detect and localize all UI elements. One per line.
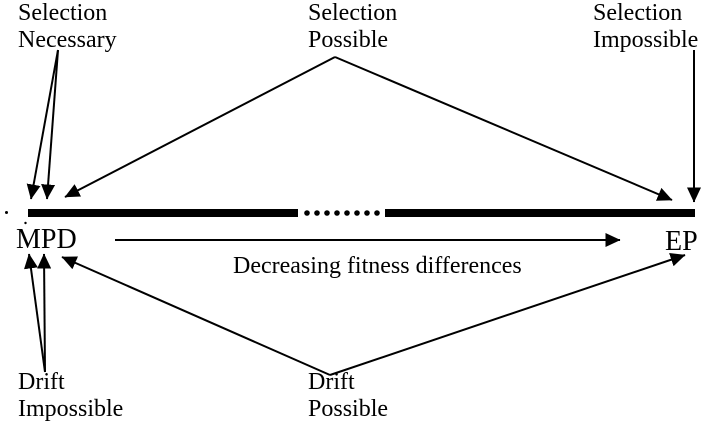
label-selection-necessary: Selection Necessary [18, 0, 117, 54]
bar-dot [334, 210, 340, 216]
bar-dot [374, 210, 380, 216]
spectrum-bar-right-segment [385, 209, 695, 217]
arrow-drift-impossible-1 [24, 253, 46, 373]
arrow-drift-impossible-2 [37, 253, 52, 373]
bar-dot [354, 210, 360, 216]
arrow-selection-necessary-1 [26, 49, 59, 200]
axis-endpoint-ep: EP [665, 226, 698, 257]
bar-dot [344, 210, 350, 216]
bar-dot [324, 210, 330, 216]
arrow-selection-necessary-2 [41, 49, 59, 200]
spectrum-bar-dotted-segment [304, 210, 380, 216]
axis-endpoint-mpd: MPD [16, 224, 77, 255]
label-line: Selection [18, 0, 108, 26]
decreasing-fitness-caption: Decreasing fitness differences [233, 253, 522, 279]
label-line: Selection [308, 0, 398, 26]
bar-dot [364, 210, 370, 216]
label-line: Necessary [18, 27, 117, 53]
bar-dot [304, 210, 310, 216]
label-selection-impossible: Selection Impossible [593, 0, 698, 54]
spectrum-bar-left-segment [28, 209, 298, 217]
bar-dot [314, 210, 320, 216]
arrow-selection-possible-left [64, 56, 336, 198]
arrow-drift-possible-left [61, 256, 331, 376]
label-line: Possible [308, 27, 389, 53]
arrow-selection-possible-right [334, 56, 673, 201]
label-line: Drift [18, 369, 65, 395]
label-line: Impossible [18, 396, 124, 422]
arrow-drift-possible-right [329, 253, 686, 376]
label-selection-possible: Selection Possible [308, 0, 397, 54]
label-drift-impossible: Drift Impossible [18, 369, 123, 423]
label-line: Selection [593, 0, 683, 26]
label-line: Possible [308, 396, 389, 422]
label-line: Impossible [593, 27, 699, 53]
stray-mark [24, 221, 27, 225]
label-line: Drift [308, 369, 355, 395]
label-drift-possible: Drift Possible [308, 369, 388, 423]
stray-mark [5, 211, 8, 214]
